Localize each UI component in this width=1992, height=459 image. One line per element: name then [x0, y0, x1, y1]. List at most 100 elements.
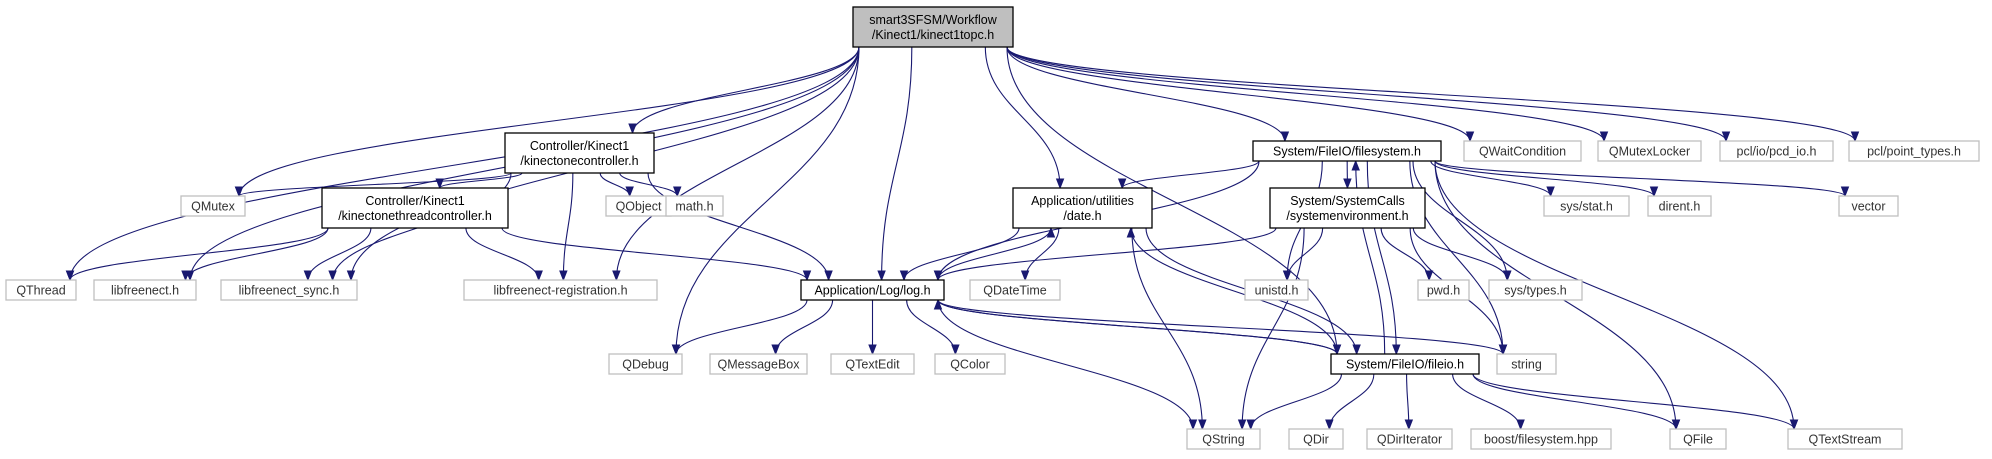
node-box: [180, 195, 246, 217]
node-label: QObject: [616, 200, 662, 214]
node-sys_stat: sys/stat.h: [1543, 195, 1630, 217]
edge-kinectonethreadcontroller-to-log: [501, 227, 812, 282]
node-pcl_point: pcl/point_types.h: [1848, 140, 1980, 162]
node-QWaitCondition: QWaitCondition: [1463, 140, 1582, 162]
edge-log-to-QString: [937, 299, 1198, 431]
node-QDir: QDir: [1288, 428, 1344, 450]
node-box: [1244, 279, 1309, 301]
node-box: [709, 353, 808, 375]
node-box: [1669, 428, 1727, 450]
node-box: [220, 279, 358, 301]
node-QMutex: QMutex: [180, 195, 246, 217]
edge-fileio-to-QString: [1246, 373, 1343, 431]
node-sys_types: sys/types.h: [1488, 279, 1583, 301]
node-label: pcl/point_types.h: [1867, 145, 1961, 159]
node-label: /systemenvironment.h: [1286, 209, 1408, 223]
edge-kinectonethreadcontroller-to-libfreenect_sync: [303, 227, 372, 282]
node-box: [1417, 279, 1470, 301]
node-box: [830, 353, 915, 375]
node-label: /Kinect1/kinect1topc.h: [872, 28, 994, 42]
edge-date-to-QString: [1131, 227, 1207, 431]
node-label: libfreenect-registration.h: [493, 284, 627, 298]
node-label: QWaitCondition: [1479, 145, 1566, 159]
node-libfreenect_sync: libfreenect_sync.h: [220, 279, 358, 301]
node-label: libfreenect_sync.h: [239, 284, 340, 298]
edge-kinect1topc-to-date: [984, 46, 1065, 190]
node-box: [800, 279, 945, 301]
node-label: QMessageBox: [718, 358, 801, 372]
node-label: QDateTime: [983, 284, 1046, 298]
edge-systemenvironment-to-sys_types: [1412, 227, 1512, 282]
edge-fileio-to-log: [933, 298, 1338, 355]
node-QColor: QColor: [934, 353, 1006, 375]
node-box: [1288, 428, 1344, 450]
node-systemenvironment[interactable]: System/SystemCalls/systemenvironment.h: [1269, 187, 1426, 229]
node-box: [1012, 187, 1153, 229]
node-label: QTextEdit: [845, 358, 900, 372]
node-QObject: QObject: [605, 195, 672, 217]
edge-log-to-string: [937, 299, 1508, 356]
edge-kinect1topc-to-libfreenect_reg: [612, 46, 860, 282]
node-QMessageBox: QMessageBox: [709, 353, 808, 375]
node-kinect1topc[interactable]: smart3SFSM/Workflow/Kinect1/kinect1topc.…: [852, 6, 1014, 48]
node-box: [934, 353, 1006, 375]
node-filesystem[interactable]: System/FileIO/filesystem.h: [1252, 140, 1442, 162]
node-log[interactable]: Application/Log/log.h: [800, 279, 945, 301]
node-pcl_io: pcl/io/pcd_io.h: [1719, 140, 1834, 162]
node-QDirIterator: QDirIterator: [1366, 428, 1453, 450]
edge-kinectonecontroller-to-QMutex: [234, 172, 512, 198]
node-string: string: [1496, 353, 1557, 375]
edge-log-to-QMessageBox: [771, 299, 834, 356]
node-box: [1463, 140, 1582, 162]
node-kinectonethreadcontroller[interactable]: Controller/Kinect1/kinectonethreadcontro…: [321, 187, 509, 229]
edge-filesystem-to-date: [1117, 160, 1260, 190]
node-label: pcl/io/pcd_io.h: [1737, 145, 1817, 159]
node-box: [1366, 428, 1453, 450]
node-QDebug: QDebug: [608, 353, 683, 375]
node-label: QDebug: [622, 358, 669, 372]
node-box: [504, 132, 655, 174]
node-label: QTextStream: [1809, 433, 1882, 447]
node-math: math.h: [665, 195, 724, 217]
edge-date-to-log: [899, 227, 1020, 282]
node-boost_fs: boost/filesystem.hpp: [1470, 428, 1612, 450]
node-label: string: [1511, 358, 1542, 372]
edge-systemenvironment-to-pwd: [1380, 227, 1434, 282]
node-box: [969, 279, 1061, 301]
node-label: QColor: [950, 358, 990, 372]
edge-fileio-to-QDir: [1325, 373, 1375, 431]
node-label: System/FileIO/fileio.h: [1346, 358, 1464, 372]
node-label: math.h: [675, 200, 713, 214]
node-label: sys/types.h: [1504, 284, 1567, 298]
edge-kinect1topc-to-pcl_io: [1006, 46, 1731, 143]
edge-kinect1topc-to-QWaitCondition: [1006, 46, 1475, 143]
edge-fileio-to-boost_fs: [1452, 373, 1525, 431]
node-QThread: QThread: [5, 279, 77, 301]
edge-kinectonecontroller-to-log: [647, 172, 833, 282]
node-label: /kinectonethreadcontroller.h: [338, 209, 492, 223]
node-date[interactable]: Application/utilities/date.h: [1012, 187, 1153, 229]
edge-log-to-QTextEdit: [868, 300, 877, 356]
node-pwd: pwd.h: [1417, 279, 1470, 301]
edge-fileio-to-QFile: [1472, 373, 1681, 431]
node-label: Application/Log/log.h: [814, 284, 930, 298]
edge-kinect1topc-to-QThread: [65, 46, 860, 282]
edge-fileio-to-date: [1126, 226, 1338, 355]
node-label: System/SystemCalls: [1290, 194, 1405, 208]
node-box: [1496, 353, 1557, 375]
node-box: [1787, 428, 1903, 450]
node-fileio[interactable]: System/FileIO/fileio.h: [1330, 353, 1480, 375]
node-box: [1647, 195, 1712, 217]
node-label: QDirIterator: [1377, 433, 1442, 447]
edge-kinectonecontroller-to-math: [619, 172, 682, 198]
node-label: pwd.h: [1427, 284, 1460, 298]
node-label: QThread: [16, 284, 65, 298]
node-kinectonecontroller[interactable]: Controller/Kinect1/kinectonecontroller.h: [504, 132, 655, 174]
node-box: [1186, 428, 1261, 450]
node-label: libfreenect.h: [111, 284, 179, 298]
node-unistd: unistd.h: [1244, 279, 1309, 301]
node-dirent: dirent.h: [1647, 195, 1712, 217]
edge-kinectonethreadcontroller-to-libfreenect: [181, 227, 329, 282]
node-label: smart3SFSM/Workflow: [869, 13, 998, 27]
